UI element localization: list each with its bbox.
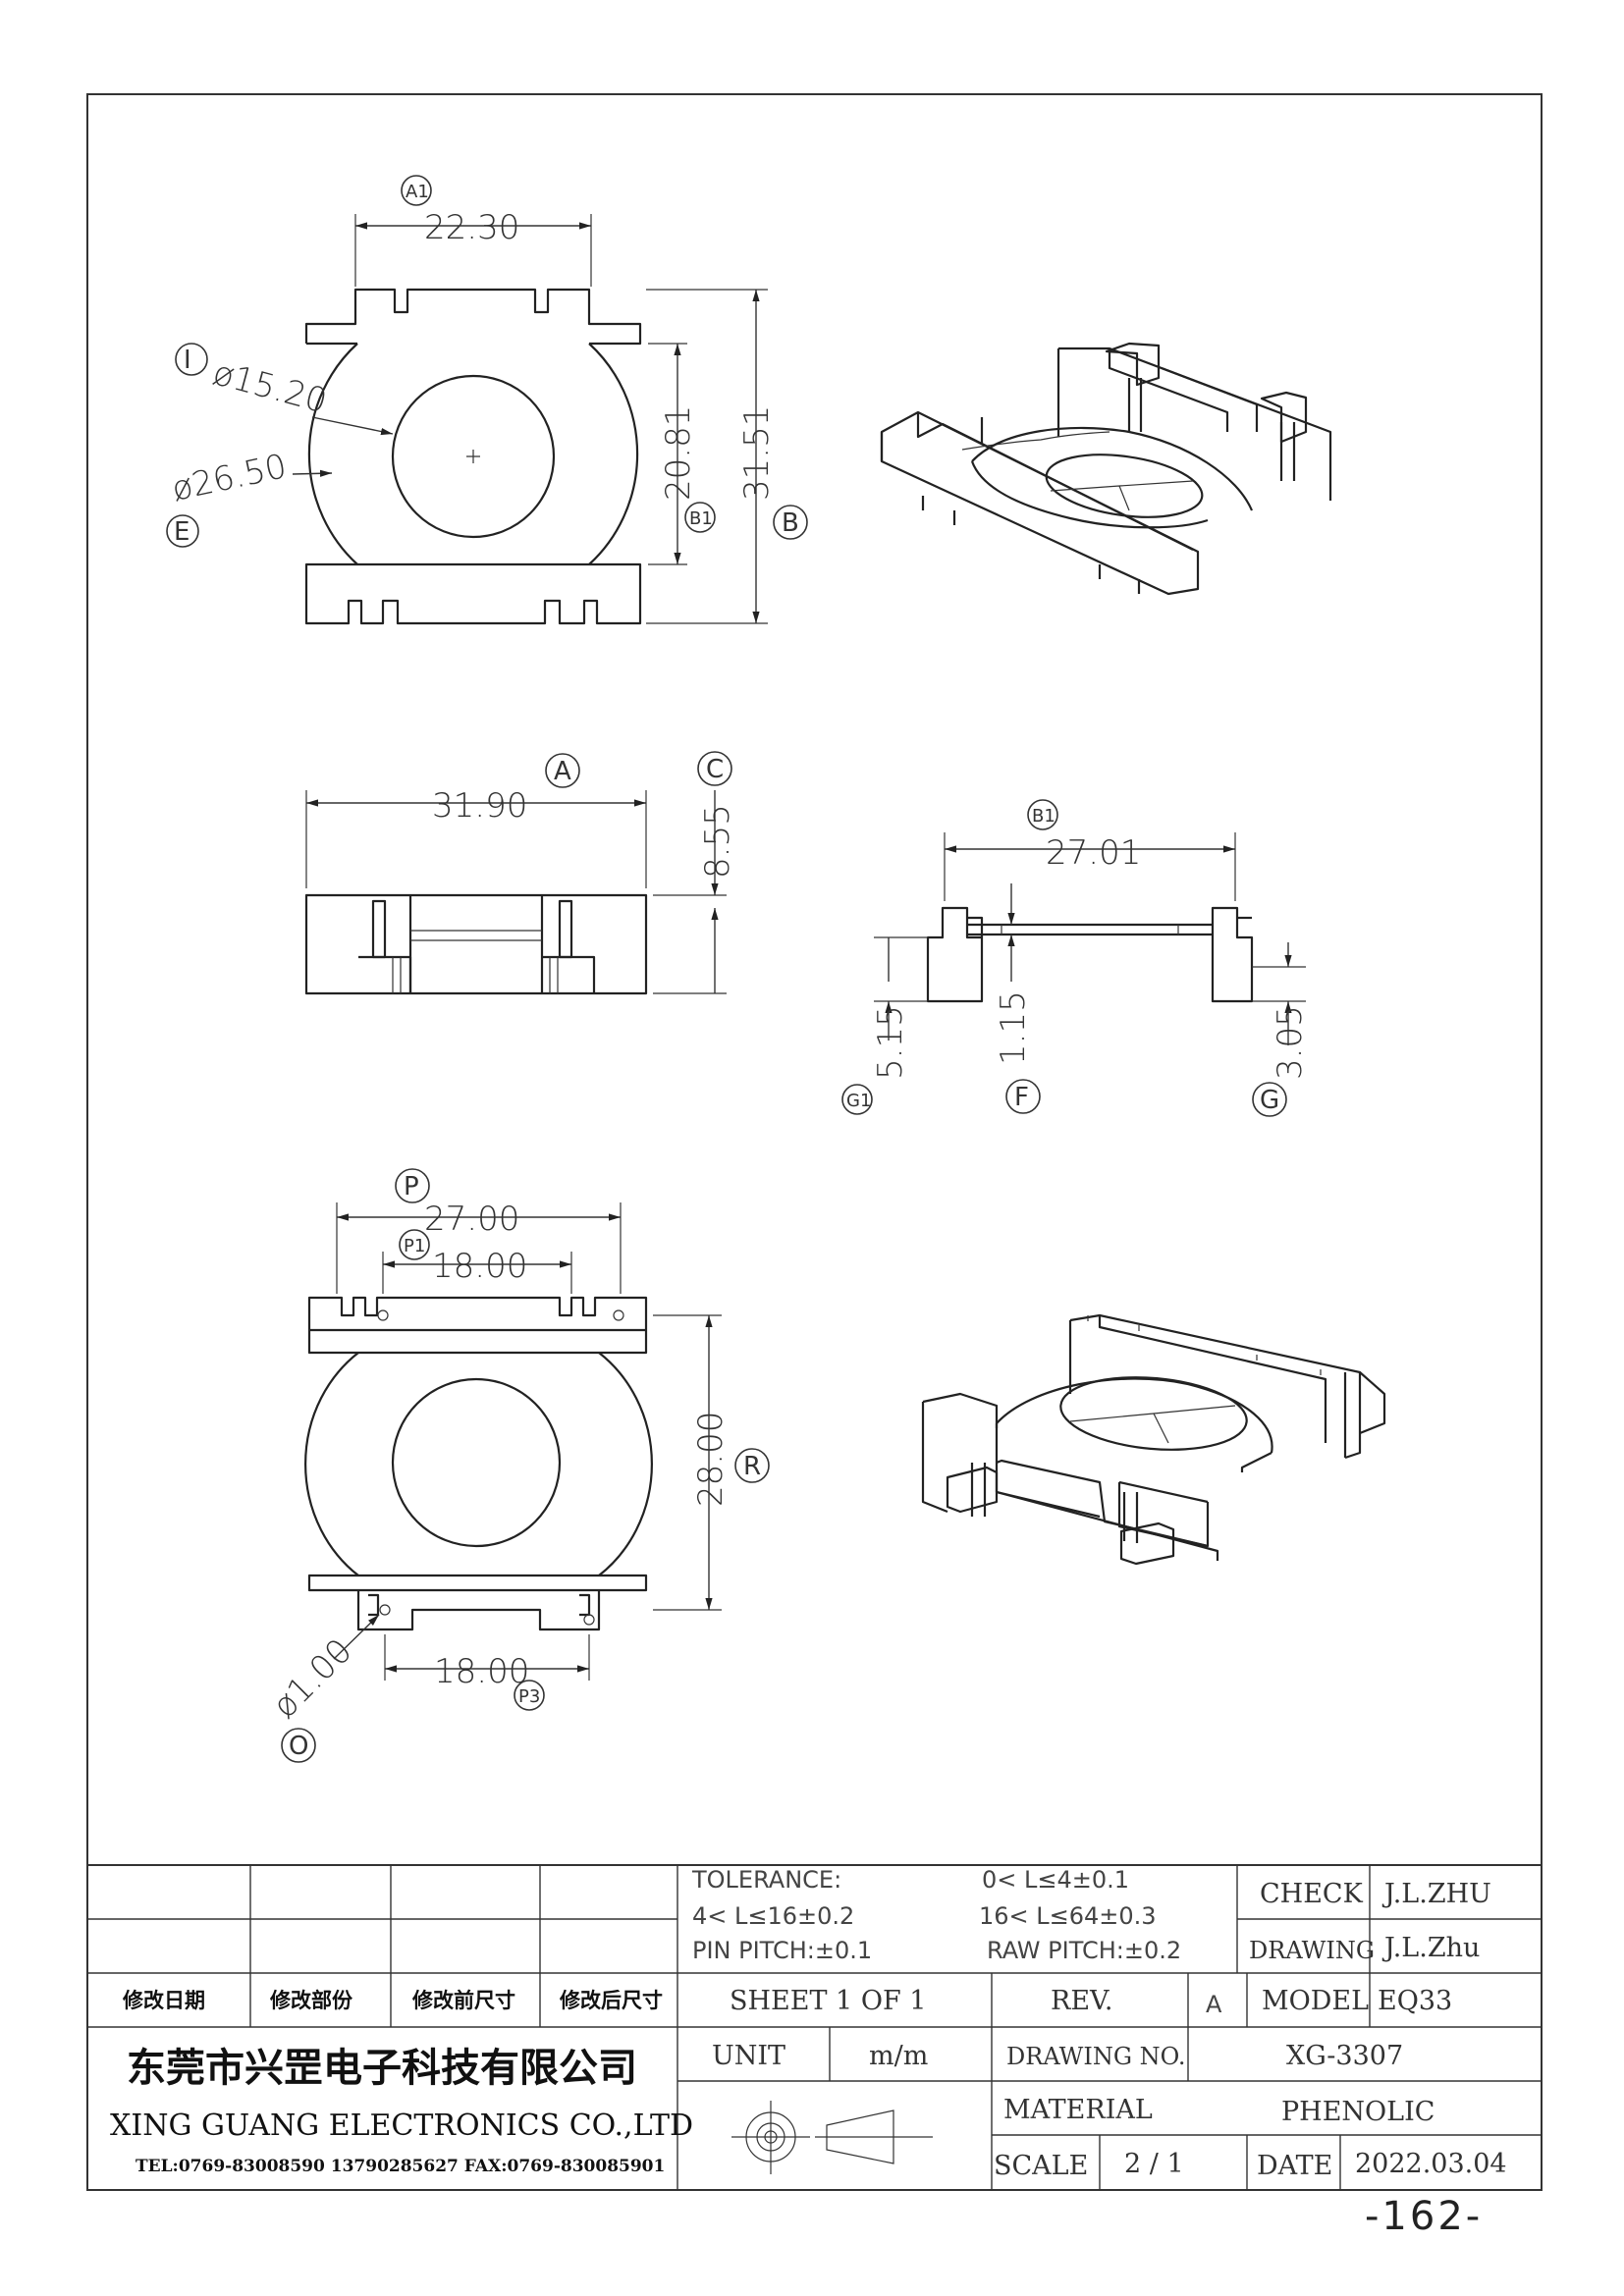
tolerance-3: 16< L≤64±0.3: [979, 1902, 1157, 1930]
dim-c-value: 8.55: [698, 804, 737, 879]
date-label: DATE: [1257, 2151, 1332, 2181]
company-name-en: XING GUANG ELECTRONICS CO.,LTD: [110, 2109, 693, 2143]
rev-header-part: 修改部份: [269, 1989, 353, 2012]
label-a: A: [554, 757, 571, 786]
dim-b1-value: 20.81: [659, 405, 698, 501]
label-p: P: [404, 1172, 419, 1201]
dim-f-value: 1.15: [994, 990, 1033, 1065]
label-a1: A1: [406, 182, 429, 202]
label-b: B: [782, 508, 799, 538]
pin-pitch: PIN PITCH:±0.1: [692, 1937, 872, 1964]
company-name-cn: 东莞市兴罡电子科技有限公司: [127, 2046, 637, 2091]
label-p3: P3: [518, 1686, 540, 1707]
model-value: EQ33: [1378, 1986, 1452, 2016]
raw-pitch: RAW PITCH:±0.2: [987, 1937, 1181, 1964]
label-e: E: [174, 517, 189, 547]
label-i: I: [184, 346, 191, 375]
dim-a-value: 31.90: [432, 786, 527, 826]
label-f: F: [1014, 1083, 1029, 1112]
label-g: G: [1260, 1086, 1279, 1115]
top-view: 22.30 A1 20.81 B1 31.51 B I ø15.20 ø26.5…: [166, 175, 808, 625]
tolerance-2: 4< L≤16±0.2: [692, 1902, 854, 1930]
check-value: J.L.ZHU: [1381, 1879, 1491, 1909]
title-block: TOLERANCE: 0< L≤4±0.1 4< L≤16±0.2 16< L≤…: [86, 1864, 1543, 2191]
drawing-no-label: DRAWING NO.: [1006, 2043, 1186, 2070]
dim-i-value: ø15.20: [209, 353, 331, 421]
sheet-info: SHEET 1 OF 1: [730, 1986, 926, 2016]
material-value: PHENOLIC: [1281, 2097, 1435, 2127]
tolerance-1: 0< L≤4±0.1: [982, 1866, 1129, 1894]
sheet-frame: [86, 93, 1543, 2191]
label-b1-side: B1: [1032, 806, 1056, 827]
label-g1: G1: [846, 1091, 871, 1111]
side-view: 27.01 B1 5.15 G1 1.15 F 3.05 G: [841, 799, 1310, 1117]
rev-value: A: [1206, 1991, 1222, 2018]
scale-label: SCALE: [994, 2151, 1088, 2181]
unit-value: m/m: [869, 2041, 928, 2071]
drawing-label: DRAWING: [1249, 1937, 1375, 1964]
dim-p3-value: 18.00: [434, 1652, 529, 1691]
drawing-value: J.L.Zhu: [1381, 1933, 1480, 1963]
dim-p-value: 27.00: [424, 1200, 519, 1239]
label-c: C: [706, 755, 724, 784]
company-contact: TEL:0769-83008590 13790285627 FAX:0769-8…: [135, 2157, 665, 2176]
bottom-view: 27.00 P 18.00 P1 28.00 R 18.00 P3 ø1.00 …: [265, 1168, 770, 1763]
projection-symbol-icon: [731, 2101, 933, 2174]
iso-view-upper: [880, 342, 1332, 596]
scale-value: 2 / 1: [1124, 2149, 1184, 2179]
rev-header-after: 修改后尺寸: [559, 1989, 663, 2012]
rev-header-date: 修改日期: [122, 1989, 205, 2012]
label-o: O: [289, 1732, 308, 1761]
dim-e-value: ø26.50: [169, 447, 291, 509]
label-p1: P1: [404, 1236, 425, 1256]
dim-b-value: 31.51: [737, 405, 777, 501]
rev-label: REV.: [1051, 1986, 1112, 2016]
tolerance-title: TOLERANCE:: [691, 1866, 841, 1894]
dim-b1-side-value: 27.01: [1046, 833, 1141, 873]
date-value: 2022.03.04: [1355, 2149, 1507, 2179]
label-r: R: [743, 1452, 761, 1481]
check-label: CHECK: [1260, 1879, 1364, 1909]
rev-header-before: 修改前尺寸: [411, 1989, 515, 2012]
model-label: MODEL: [1262, 1986, 1369, 2016]
dim-r-value: 28.00: [691, 1412, 731, 1507]
dim-p1-value: 18.00: [432, 1247, 527, 1286]
page-number: -162-: [1365, 2194, 1484, 2239]
iso-view-lower: [921, 1313, 1386, 1566]
dim-g1-value: 5.15: [871, 1005, 910, 1080]
dim-g-value: 3.05: [1271, 1005, 1310, 1080]
unit-label: UNIT: [712, 2041, 785, 2071]
dim-a1-value: 22.30: [424, 208, 519, 247]
label-b1-top: B1: [689, 508, 713, 529]
material-label: MATERIAL: [1003, 2095, 1153, 2125]
front-view: 31.90 A 8.55 C: [304, 751, 737, 995]
dim-o-value: ø1.00: [265, 1631, 360, 1727]
drawing-no-value: XG-3307: [1286, 2041, 1403, 2071]
